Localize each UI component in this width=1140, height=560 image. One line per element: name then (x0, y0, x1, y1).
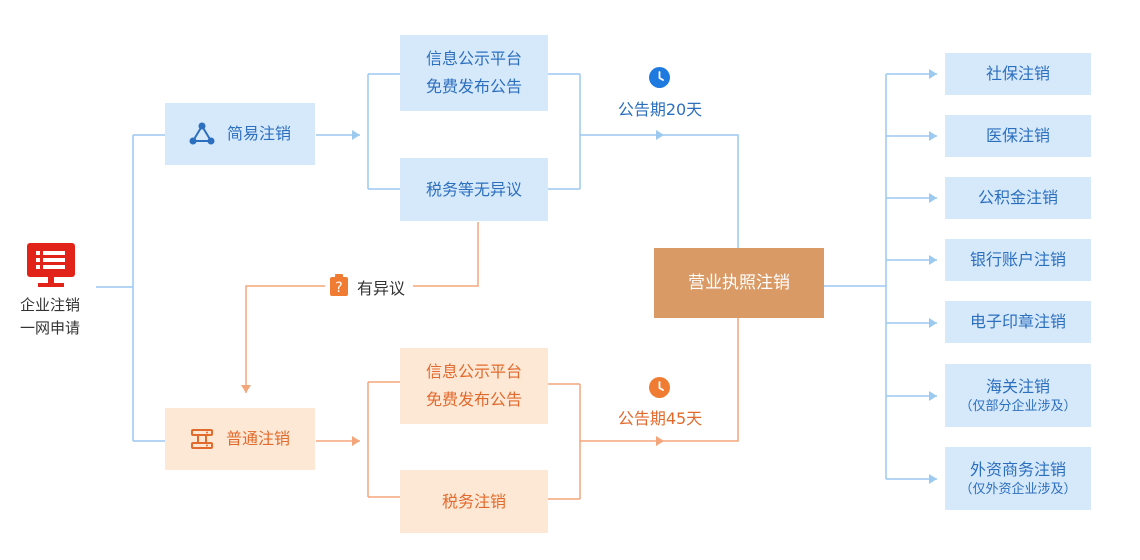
outcome-medical-insurance[interactable]: 医保注销 (945, 115, 1091, 157)
start-label: 企业注销 一网申请 (19, 296, 80, 337)
monitor-list-icon (26, 242, 76, 292)
share-nodes-icon (189, 122, 215, 146)
business-license-deregistration-box[interactable]: 营业执照注销 (654, 248, 824, 318)
outcome-customs[interactable]: 海关注销 （仅部分企业涉及） (945, 364, 1091, 427)
clock-icon (649, 377, 670, 402)
objection-label: 有异议 (357, 279, 406, 298)
normal-publish-box[interactable]: 信息公示平台 免费发布公告 (400, 348, 548, 424)
simple-notice-period: 公告期20天 (617, 100, 703, 119)
simple-publish-line1: 信息公示平台 (425, 49, 522, 68)
normal-publish-line1: 信息公示平台 (425, 362, 522, 381)
normal-tax-label: 税务注销 (441, 491, 506, 511)
normal-notice-period: 公告期45天 (617, 409, 703, 428)
simple-publish-line2: 免费发布公告 (425, 77, 522, 96)
outcome-housing-fund[interactable]: 公积金注销 (945, 177, 1091, 219)
question-clipboard-icon: ? (329, 274, 349, 300)
outcome-bank-account[interactable]: 银行账户注销 (945, 239, 1091, 281)
outcome-social-insurance[interactable]: 社保注销 (945, 53, 1091, 95)
normal-publish-line2: 免费发布公告 (425, 390, 522, 409)
outcome-electronic-seal[interactable]: 电子印章注销 (945, 301, 1091, 343)
clock-icon (649, 67, 670, 92)
normal-tax-box[interactable]: 税务注销 (400, 470, 548, 533)
simple-tax-box[interactable]: 税务等无异议 (400, 158, 548, 221)
simple-publish-box[interactable]: 信息公示平台 免费发布公告 (400, 35, 548, 111)
simple-deregistration-label: 简易注销 (226, 124, 291, 143)
business-license-label: 营业执照注销 (688, 273, 790, 293)
simple-tax-label: 税务等无异议 (425, 179, 522, 199)
normal-deregistration-label: 普通注销 (225, 429, 290, 448)
outcome-foreign-commerce[interactable]: 外资商务注销 （仅外资企业涉及） (945, 447, 1091, 510)
simple-deregistration-box[interactable]: 简易注销 (165, 103, 315, 165)
svg-text:?: ? (335, 280, 342, 296)
server-stack-icon (190, 427, 214, 451)
normal-deregistration-box[interactable]: 普通注销 (165, 408, 315, 470)
